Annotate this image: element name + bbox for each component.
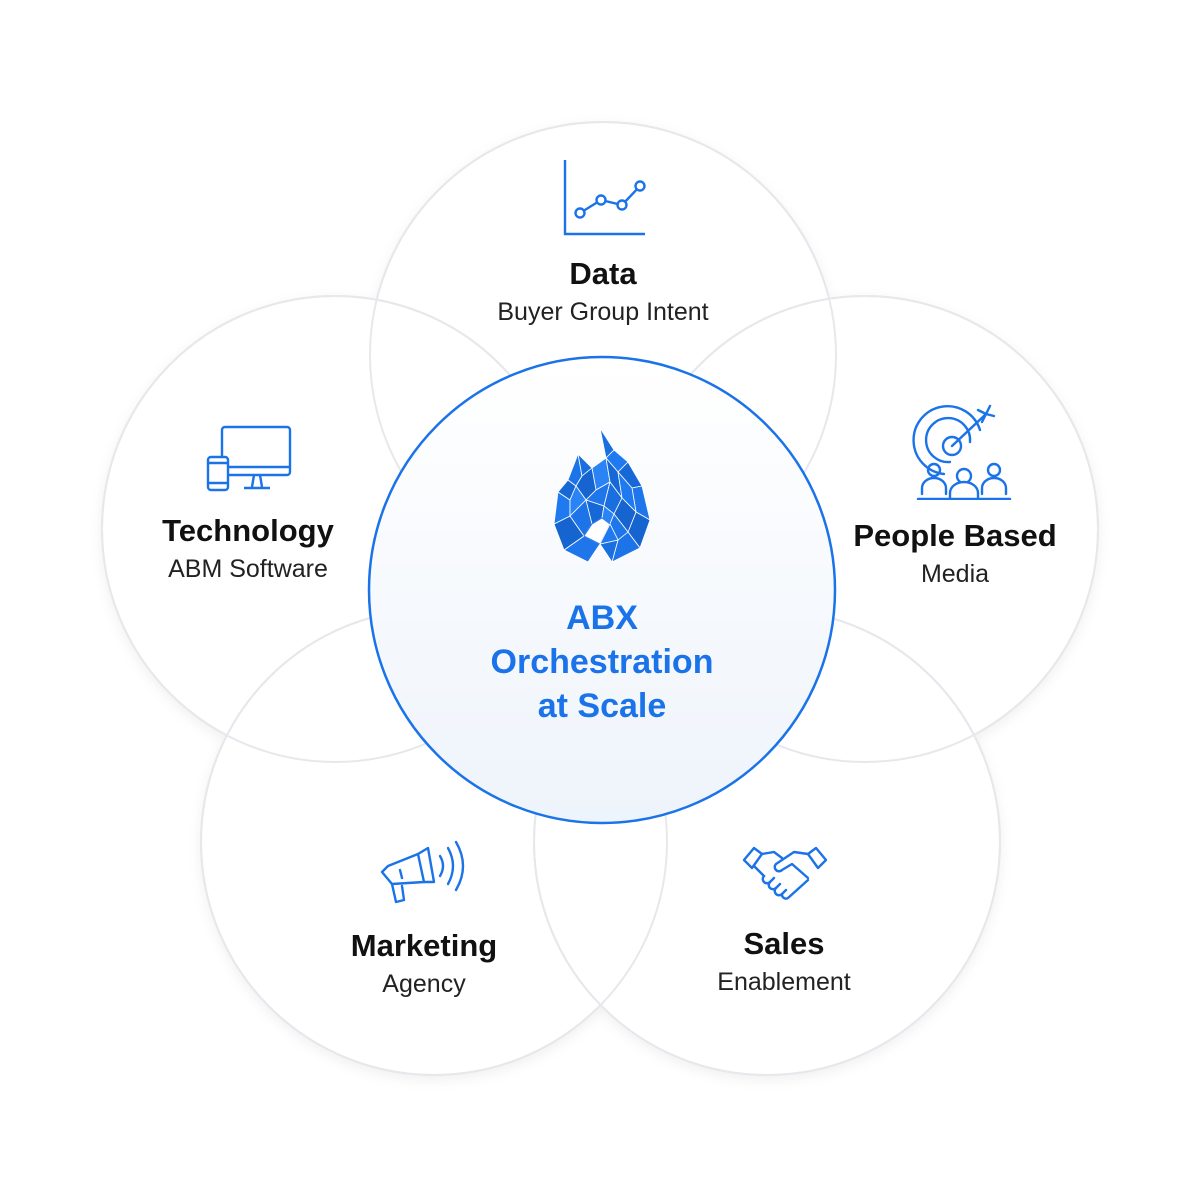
- segment-subtitle: Agency: [382, 970, 466, 998]
- segment-people: People Based Media: [853, 516, 1056, 592]
- handshake-icon: [742, 846, 828, 900]
- segment-title: Technology: [162, 513, 334, 548]
- segment-subtitle: Buyer Group Intent: [497, 298, 709, 326]
- segment-sales: Sales Enablement: [717, 924, 850, 1000]
- flame-logo-icon: [553, 428, 651, 563]
- devices-icon: [206, 425, 292, 492]
- center-label: ABX Orchestration at Scale: [491, 596, 714, 728]
- segment-data: Data Buyer Group Intent: [497, 254, 708, 330]
- segment-technology: Technology ABM Software: [162, 511, 334, 587]
- segment-subtitle: Enablement: [717, 968, 851, 996]
- target-audience-icon: [912, 404, 1012, 500]
- segment-subtitle: Media: [920, 560, 990, 588]
- line-chart-icon: [563, 160, 646, 236]
- segment-title: Data: [569, 256, 637, 291]
- segment-marketing: Marketing Agency: [351, 926, 497, 1002]
- megaphone-icon: [380, 840, 465, 904]
- center-line: Orchestration: [490, 643, 714, 681]
- segment-subtitle: ABM Software: [168, 555, 328, 583]
- center-line: ABX: [566, 599, 638, 637]
- segment-title: People Based: [853, 518, 1057, 553]
- segment-title: Marketing: [350, 928, 498, 963]
- segment-title: Sales: [743, 926, 825, 961]
- center-line: at Scale: [537, 687, 667, 725]
- circle-center: [367, 355, 837, 825]
